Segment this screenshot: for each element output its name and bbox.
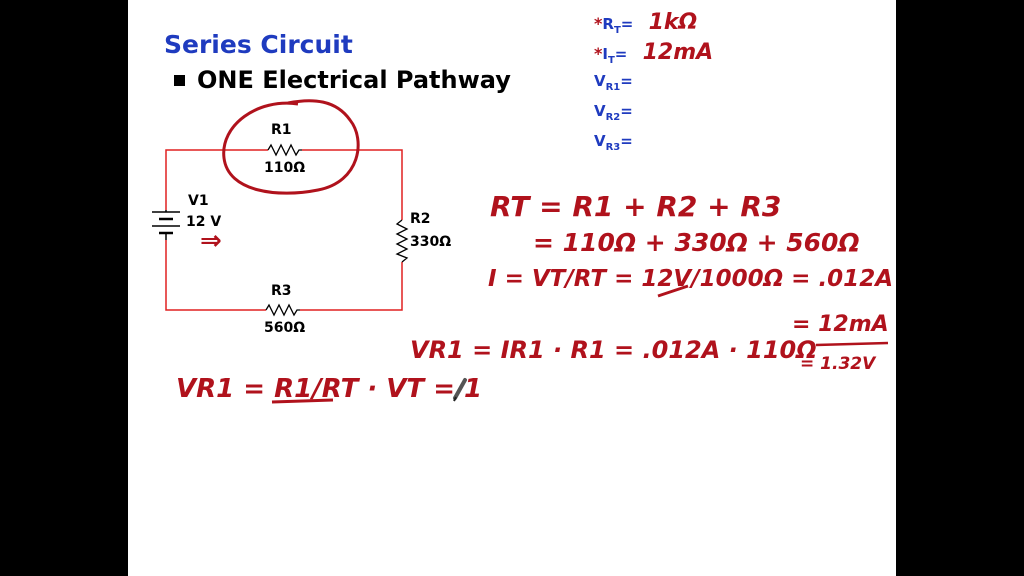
bullet-text: ONE Electrical Pathway [197, 66, 511, 94]
given-vr2: VR2= [594, 102, 633, 123]
handwritten-vr1-result: = 1.32V [800, 354, 876, 374]
fraction-bar-rt [271, 398, 334, 404]
bullet-point: ONE Electrical Pathway [174, 66, 511, 94]
underline-result [815, 341, 889, 347]
r1-value: 110Ω [264, 160, 306, 176]
handwritten-current-calc: I = VT/RT = 12V/1000Ω = .012A [488, 266, 893, 292]
circuit-wires [165, 149, 403, 311]
resistor-r1-icon [267, 143, 302, 157]
pen-cursor-icon [453, 378, 467, 402]
slide-title: Series Circuit [164, 30, 353, 59]
fraction-bar-i [657, 284, 689, 298]
handwritten-divider-formula: VR1 = R1/RT · VT = 1 [176, 374, 483, 404]
r2-value: 330Ω [410, 234, 452, 250]
r3-label: R3 [271, 283, 292, 299]
given-rt-value: 1kΩ [648, 10, 698, 35]
handwritten-vr1-calc: VR1 = IR1 · R1 = .012A · 110Ω [410, 336, 817, 364]
battery-v1-icon [152, 210, 180, 240]
handwritten-rt-sum: RT = R1 + R2 + R3 [490, 190, 782, 223]
v1-value: 12 V [186, 214, 222, 230]
v1-label: V1 [188, 193, 209, 209]
star-mark: * [594, 44, 603, 63]
given-rt: *RT= 1kΩ [594, 10, 698, 36]
circuit-schematic [152, 99, 889, 404]
given-it: *IT= 12mA [594, 40, 714, 66]
whiteboard-slide: Series Circuit ONE Electrical Pathway *R… [128, 0, 896, 576]
given-vr3: VR3= [594, 132, 633, 153]
handwritten-rt-values: = 110Ω + 330Ω + 560Ω [533, 228, 860, 257]
resistor-r3-icon [265, 303, 300, 317]
given-vr1: VR1= [594, 72, 633, 93]
resistor-r2-icon [395, 219, 409, 263]
r1-label: R1 [271, 122, 292, 138]
given-it-value: 12mA [642, 40, 714, 65]
handwritten-circle-r1 [222, 99, 360, 195]
handwritten-current-result: = 12mA [792, 312, 889, 337]
handwritten-arrow: ⇒ [200, 226, 222, 256]
r2-label: R2 [410, 211, 431, 227]
star-mark: * [594, 14, 603, 33]
bullet-square-icon [174, 74, 185, 86]
r3-value: 560Ω [264, 320, 306, 336]
